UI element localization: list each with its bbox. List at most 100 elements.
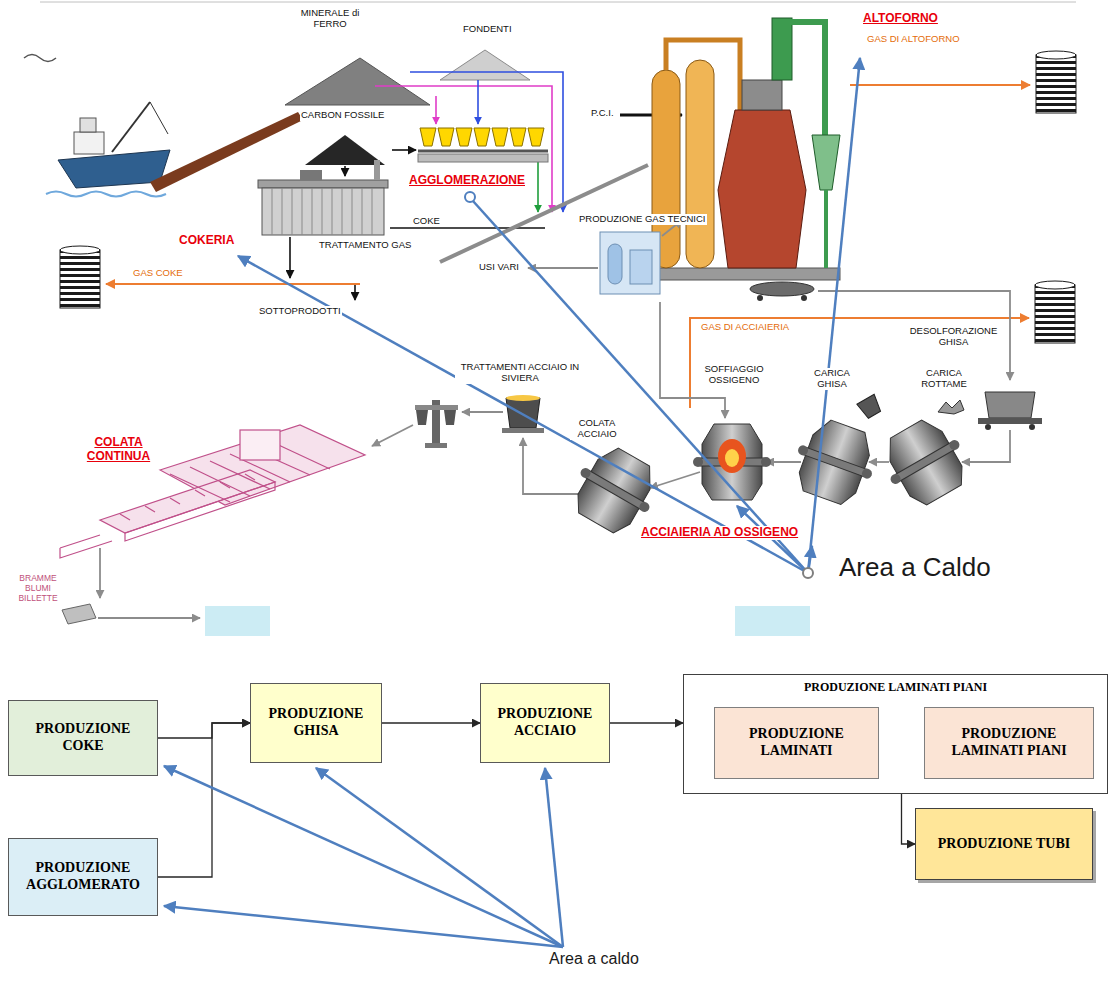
process-label: TRATTAMENTO GAS (318, 240, 412, 251)
sinter-plant-illustration (510, 128, 526, 146)
gasholders (60, 51, 1076, 343)
box-label: PRODUZIONE GHISA (263, 706, 369, 740)
converters-illustration (725, 449, 739, 467)
section-title: AGGLOMERAZIONE (408, 174, 526, 188)
blast-furnace-illustration (824, 190, 828, 268)
scrap-icon (938, 400, 964, 414)
continuous-caster-illustration (60, 425, 365, 558)
process-label: P.C.I. (590, 108, 615, 119)
coke-oven-illustration (374, 160, 380, 180)
section-title: ACCIAIERIA AD OSSIGENO (640, 526, 799, 540)
box-label: PRODUZIONE TUBI (938, 836, 1070, 853)
gas-lines (690, 318, 1029, 408)
sinter-plant-illustration (492, 128, 508, 146)
continuous-caster-illustration (125, 482, 275, 541)
ship-illustration (24, 55, 56, 62)
ladle-turret-illustration (415, 400, 458, 448)
process-box: PRODUZIONE LAMINATI (714, 707, 879, 779)
ladle-turret-illustration (416, 410, 428, 425)
torpedo-car-illustration (801, 295, 807, 301)
raw-material-piles (285, 50, 530, 165)
ship-illustration (74, 132, 104, 154)
process-arrows (869, 461, 889, 463)
material-flow-lines (477, 80, 479, 124)
gas-label: GAS COKE (132, 268, 184, 279)
box-label: PRODUZIONE LAMINATI (733, 726, 860, 760)
converters-illustration (562, 410, 978, 543)
flow-arrow (158, 723, 250, 738)
material-flow-lines (435, 96, 437, 124)
hot-metal-ladle-icon (857, 394, 883, 420)
blast-furnace-illustration (640, 268, 840, 280)
sinter-plant-illustration (418, 128, 548, 162)
hot-area-leaders (803, 568, 813, 578)
sinter-plant-illustration (474, 128, 490, 146)
sinter-plant-illustration (456, 128, 472, 146)
process-box: PRODUZIONE LAMINATI PIANI (924, 707, 1094, 779)
process-box: PRODUZIONE COKE (8, 700, 158, 776)
process-arrows (523, 438, 585, 494)
sinter-plant-illustration (420, 128, 436, 146)
ship-illustration (24, 55, 170, 197)
process-label: SOFFIAGGIO OSSIGENO (700, 364, 768, 386)
ladle-turret-illustration (425, 443, 447, 448)
product-panels (205, 606, 810, 636)
product-panels (205, 606, 270, 636)
flow-arrow (382, 722, 480, 723)
technical-gas-plant-illustration (608, 244, 622, 284)
process-label: CARBON FOSSILE (300, 110, 385, 121)
process-label: USI VARI (478, 262, 520, 273)
desulphurisation-car-illustration (985, 424, 991, 430)
process-box: PRODUZIONE GHISA (250, 683, 382, 763)
box-label: PRODUZIONE COKE (23, 721, 143, 755)
blast-furnace-illustration (782, 22, 825, 135)
technical-gas-plant-illustration (600, 232, 660, 294)
hot-area-leaders (238, 256, 808, 573)
sinter-plant-illustration (418, 154, 548, 162)
process-label: MINERALE di FERRO (292, 8, 368, 30)
ladle-treatment-illustration (502, 428, 544, 433)
material-flow-lines (537, 162, 539, 212)
process-label: TRATTAMENTI ACCIAIO IN SIVIERA (455, 362, 585, 384)
process-arrows (98, 617, 200, 619)
gas-lines (106, 85, 1030, 408)
blast-furnace-illustration (742, 80, 782, 110)
desulphurisation-car-illustration (978, 418, 1042, 424)
raw-material-piles (285, 58, 430, 105)
material-flow-lines (392, 149, 416, 151)
process-arrows (818, 291, 1010, 380)
leader-arrow (164, 906, 563, 947)
torpedo-car-illustration (750, 282, 814, 296)
material-flow-lines (354, 284, 356, 300)
process-arrows (650, 472, 700, 488)
gasholders (1036, 51, 1076, 113)
ladle-treatment-illustration (506, 398, 540, 428)
process-label: SOTTOPRODOTTI (258, 306, 342, 317)
ship-illustration (112, 102, 150, 152)
coke-oven-illustration (272, 188, 372, 235)
blast-furnace-illustration (718, 110, 806, 268)
ladle-turret-illustration (415, 405, 458, 410)
top-rule (40, 2, 1076, 3)
process-label: COKE (412, 216, 441, 227)
ladle-turret-illustration (444, 410, 456, 425)
slab-icon (62, 604, 96, 624)
technical-gas-plant-illustration (600, 232, 660, 294)
raw-material-piles (305, 135, 385, 165)
hot-metal-ladle-icon (857, 394, 883, 420)
converters-illustration (718, 439, 746, 473)
process-label: COLATA ACCIAIO (570, 418, 624, 440)
ship-illustration (150, 102, 168, 134)
slab-icon (62, 604, 96, 624)
hot-area-leaders (238, 58, 860, 578)
callout-label: Area a Caldo (838, 553, 992, 583)
technical-gas-plant-illustration (630, 250, 652, 284)
gas-label: GAS DI ACCIAIERIA (700, 322, 790, 333)
torpedo-car-illustration (750, 282, 814, 301)
material-flow-lines (390, 227, 545, 229)
ship-illustration (46, 192, 166, 197)
box-label: PRODUZIONE LAMINATI PIANI (804, 680, 987, 694)
process-label: CARICA GHISA (808, 368, 856, 390)
blast-furnace-illustration (772, 18, 792, 80)
